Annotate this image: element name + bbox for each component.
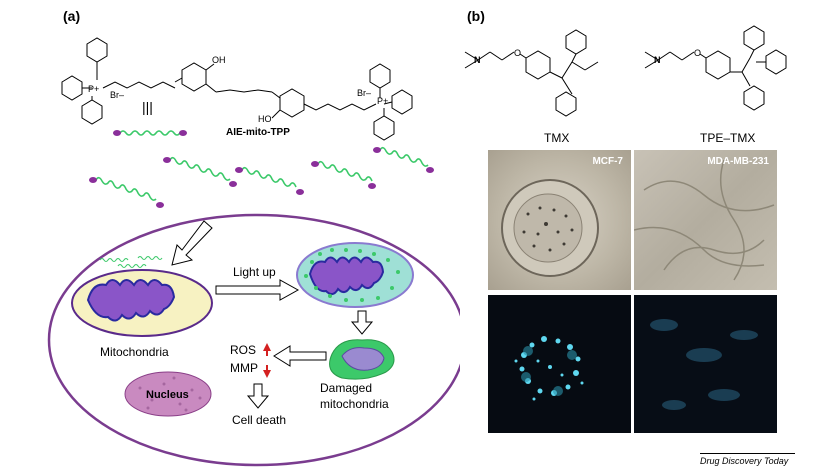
micrograph-mda-fluorescence [634, 295, 777, 433]
tmx-o-atom: O [514, 48, 521, 58]
damage-arrow [350, 310, 374, 335]
cell-death-arrow [246, 383, 270, 409]
tpe-tmx-label: TPE–TMX [700, 131, 755, 145]
probe-molecule [241, 166, 297, 188]
ros-up-arrow [263, 343, 271, 356]
probe-molecule [119, 130, 181, 136]
phenyl-ring [81, 99, 103, 125]
entry-arrow [171, 220, 213, 266]
bromide-left: Br– [110, 90, 124, 100]
probe-molecule [95, 176, 157, 201]
lit-mitochondrion [296, 242, 414, 308]
phenyl-ring [705, 50, 731, 80]
phenyl-ring [86, 37, 108, 63]
aie-mito-tpp-structure [61, 37, 413, 141]
hydroxyl-bottom: HO [258, 114, 272, 124]
phenyl-ring [765, 49, 787, 75]
micrograph-mcf7-brightfield: MCF-7 [488, 150, 631, 290]
equivalence-mark: ||| [142, 99, 153, 115]
phenyl-ring [565, 29, 587, 55]
phenyl-ring [743, 85, 765, 111]
damaged-mitochondrion [329, 339, 395, 380]
tmx-n-atom: N [474, 55, 481, 65]
damaged-label-1: Damaged [320, 381, 372, 395]
compound-name: AIE-mito-TPP [226, 127, 290, 138]
mcf7-cell-outline [501, 179, 599, 277]
hydroxyl-top: OH [212, 55, 226, 65]
phosphonium-left: P+ [88, 84, 99, 94]
phenyl-ring [373, 115, 395, 141]
ros-label: ROS [230, 343, 256, 357]
mda-cell-outlines [634, 159, 775, 281]
mitochondria-label: Mitochondria [100, 345, 169, 359]
ros-arrow [273, 345, 327, 367]
phenyl-ring [555, 91, 577, 117]
phenyl-ring [369, 63, 391, 89]
tpe-o-atom: O [694, 48, 701, 58]
probe-molecule [169, 156, 231, 181]
light-up-label: Light up [233, 265, 276, 279]
bromide-right: Br– [357, 88, 371, 98]
damaged-label-2: mitochondria [320, 397, 389, 411]
cell-death-label: Cell death [232, 413, 286, 427]
phenyl-ring [181, 62, 207, 92]
cell-membrane [47, 213, 460, 467]
journal-name: Drug Discovery Today [700, 456, 789, 466]
panel-b-label: (b) [467, 8, 485, 24]
tpe-tmx-structure [644, 25, 787, 111]
tmx-label: TMX [544, 131, 569, 145]
probe-molecule [317, 160, 373, 182]
phenyl-ring [525, 50, 551, 80]
light-up-arrow [215, 279, 300, 301]
micrograph-mda-brightfield: MDA-MB-231 [634, 150, 777, 290]
small-probes [99, 255, 163, 269]
mda-fluorescent-signal [650, 319, 758, 410]
healthy-mitochondrion [71, 269, 213, 337]
mmp-down-arrow [263, 365, 271, 378]
mda-tag: MDA-MB-231 [707, 156, 769, 167]
nucleus-label: Nucleus [146, 389, 189, 401]
probe-molecules [95, 130, 429, 201]
footer-divider [700, 453, 795, 454]
mcf7-tag: MCF-7 [592, 156, 623, 167]
tmx-structure [464, 29, 599, 117]
phenyl-ring [743, 25, 765, 51]
phosphonium-right: P+ [377, 96, 388, 106]
probe-end-caps [89, 130, 434, 208]
panel-b-structures: N O TMX N O TPE–TMX [464, 25, 787, 145]
mcf7-fluorescent-signal [514, 336, 584, 401]
phenyl-ring [61, 75, 83, 101]
micrograph-mcf7-fluorescence [488, 295, 631, 433]
panel-a-diagram: Br– P+ OH HO Br– P+ ||| AIE-mito-TPP Mit… [47, 37, 460, 467]
probe-molecule [379, 146, 429, 167]
panel-a-label: (a) [63, 8, 81, 24]
phenyl-ring [279, 88, 305, 118]
mmp-label: MMP [230, 361, 258, 375]
phenyl-ring [391, 89, 413, 115]
nucleus [124, 371, 212, 417]
tpe-n-atom: N [654, 55, 661, 65]
